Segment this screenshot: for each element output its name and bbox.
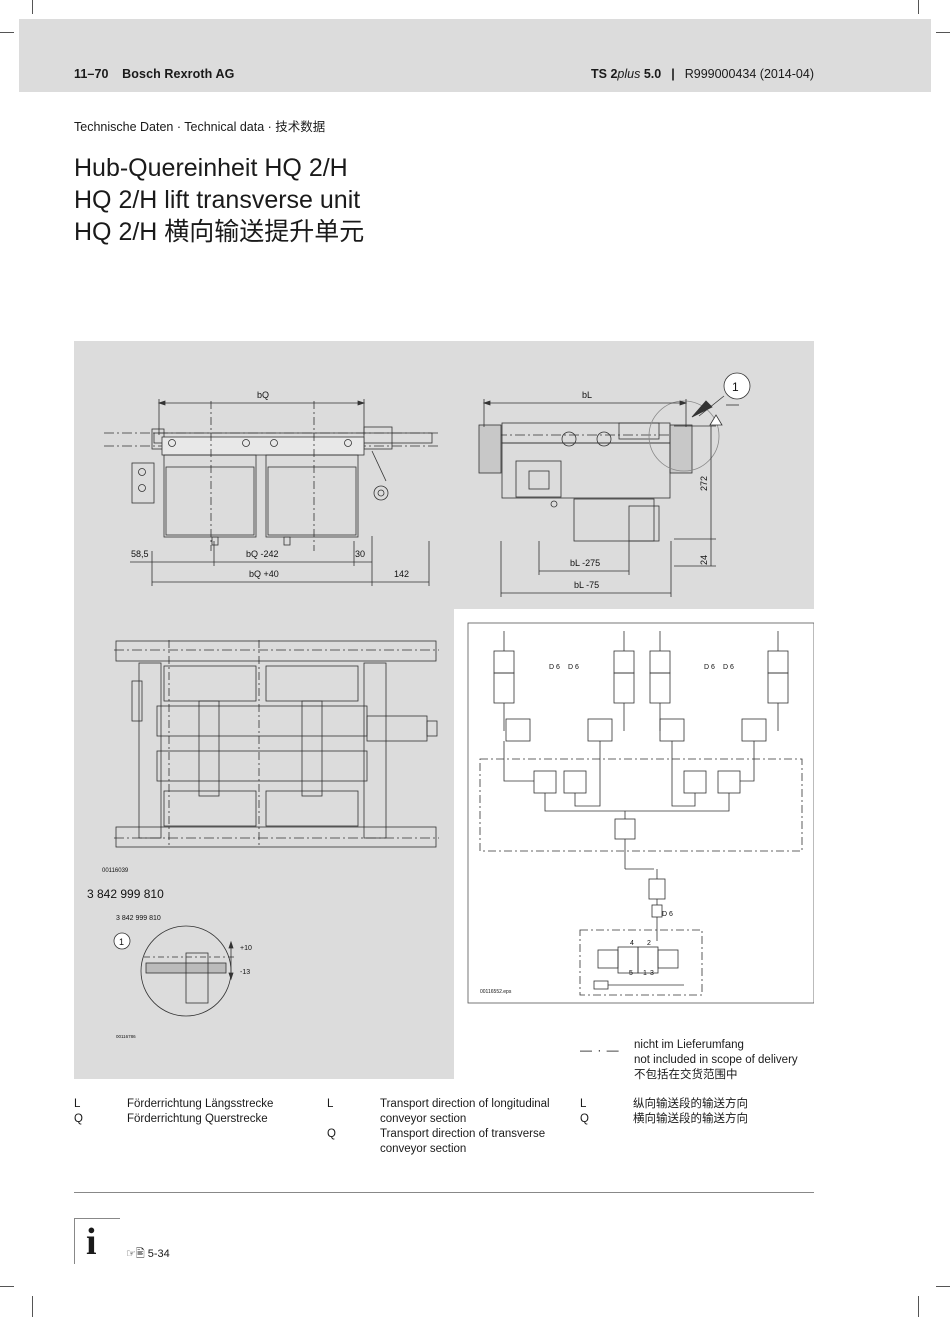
d6-label: D 6 <box>723 664 734 671</box>
header-right: TS 2plus 5.0|R999000434 (2014-04) <box>591 67 814 81</box>
callout-1: 1 <box>732 380 739 394</box>
dim-bl-75: bL -75 <box>574 580 599 590</box>
pneumatic-schematic: D 6 D 6 D 6 D 6 D 6 4 2 5 1 3 00116552.e… <box>467 622 814 1004</box>
crop-mark <box>0 32 14 33</box>
footer-divider <box>74 1192 814 1193</box>
technical-drawing: bQ 58,5 bQ -242 30 bQ +40 142 1 <box>74 341 814 1079</box>
title-de: Hub-Quereinheit HQ 2/H <box>74 154 348 182</box>
d6-bottom: D 6 <box>662 911 673 918</box>
port-4: 4 <box>630 940 634 947</box>
doc-number: R999000434 (2014-04) <box>684 67 814 81</box>
d6-label: D 6 <box>549 664 560 671</box>
side-view: 1 bL bL -275 bL -75 272 24 <box>478 372 751 597</box>
top-view: 00116039 3 842 999 810 <box>87 640 439 901</box>
title-en: HQ 2/H lift transverse unit <box>74 186 361 214</box>
detail-callout: 1 <box>119 937 124 947</box>
detail-minus: -13 <box>240 969 250 976</box>
dim-24: 24 <box>699 555 709 565</box>
dim-bl-275: bL -275 <box>570 558 600 568</box>
port-1: 1 <box>643 970 647 977</box>
crop-mark <box>936 1286 950 1287</box>
detail-view: 3 842 999 810 1 +10 -13 00116786 <box>113 915 252 1039</box>
detail-plus: +10 <box>240 945 252 952</box>
dim-bq-40: bQ +40 <box>249 569 279 579</box>
dim-272: 272 <box>699 476 709 491</box>
port-2: 2 <box>647 940 651 947</box>
page-reference[interactable]: ☞🖹 5-34 <box>126 1248 170 1260</box>
schematic-id: 00116552.eps <box>480 989 512 995</box>
dash-symbol: — · — <box>580 1043 620 1057</box>
port-3: 3 <box>650 970 654 977</box>
front-view: bQ 58,5 bQ -242 30 bQ +40 142 <box>104 390 439 586</box>
detail-id: 00116786 <box>116 1034 136 1039</box>
d6-label: D 6 <box>704 664 715 671</box>
crop-mark <box>32 1296 33 1317</box>
drawing-id-top: 00116039 <box>102 868 129 874</box>
dim-30: 30 <box>355 549 365 559</box>
not-included-note: nicht im Lieferumfang not included in sc… <box>634 1039 798 1081</box>
dim-bq-242: bQ -242 <box>246 549 279 559</box>
page-number: 11–70 <box>74 67 109 81</box>
dim-bl: bL <box>582 390 592 400</box>
section-label: Technische Daten · Technical data · 技术数据 <box>74 120 326 134</box>
d6-label: D 6 <box>568 664 579 671</box>
info-box <box>74 1218 120 1264</box>
detail-part-number: 3 842 999 810 <box>116 915 161 922</box>
info-icon: i <box>86 1221 97 1263</box>
crop-mark <box>0 1286 14 1287</box>
part-number: 3 842 999 810 <box>87 887 164 901</box>
product-name: TS 2plus 5.0 <box>591 67 662 81</box>
crop-mark <box>918 0 919 14</box>
page-title: Hub-Quereinheit HQ 2/H HQ 2/H lift trans… <box>74 152 364 248</box>
crop-mark <box>918 1296 919 1317</box>
crop-mark <box>936 32 950 33</box>
title-zh: HQ 2/H 横向输送提升单元 <box>74 218 365 246</box>
port-5: 5 <box>629 970 633 977</box>
company-name: Bosch Rexroth AG <box>122 67 235 81</box>
dim-bq: bQ <box>257 390 269 400</box>
page-header <box>19 19 931 92</box>
crop-mark <box>32 0 33 14</box>
dim-58-5: 58,5 <box>131 549 149 559</box>
dim-142: 142 <box>394 569 409 579</box>
header-left: 11–70 Bosch Rexroth AG <box>74 67 244 81</box>
